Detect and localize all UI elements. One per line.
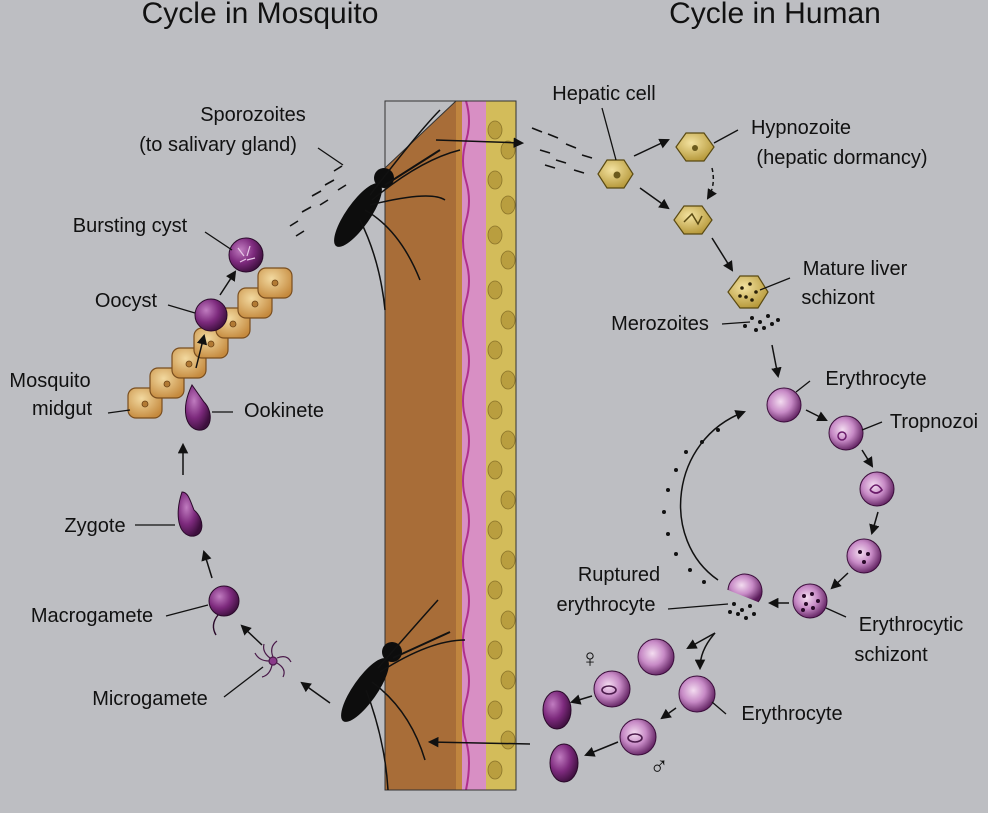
sporozoite-streaks: [289, 127, 593, 237]
label-ruptured-erythrocyte-2: erythrocyte: [557, 594, 656, 616]
hypnozoite: [675, 132, 715, 162]
label-ookinete: Ookinete: [244, 400, 324, 422]
gametocyte-female-1: [637, 638, 675, 676]
male-symbol: ♂: [649, 751, 669, 781]
label-mature-liver-schizont-1: Mature liver: [803, 258, 908, 280]
ruptured-erythrocyte: [727, 573, 763, 620]
label-erythrocytic-schizont-1: Erythrocytic: [859, 614, 963, 636]
trophozoite: [828, 415, 864, 451]
label-mosquito-midgut-2: midgut: [32, 398, 92, 420]
developing-liver-schizont: [673, 205, 713, 235]
label-merozoites: Merozoites: [611, 313, 709, 335]
gametocyte-female-2: [593, 670, 631, 708]
label-ruptured-erythrocyte-1: Ruptured: [578, 564, 660, 586]
label-bursting-cyst: Bursting cyst: [73, 215, 188, 237]
ookinete: [184, 384, 211, 431]
label-mosquito-midgut-1: Mosquito: [9, 370, 90, 392]
label-erythrocyte-bottom: Erythrocyte: [741, 703, 842, 725]
ingested-gametocyte-1: [542, 690, 572, 730]
microgamete: [254, 640, 292, 678]
gametocyte-male-1: [678, 675, 716, 713]
erythrocyte-top: [766, 387, 802, 423]
label-erythrocytic-schizont-2: schizont: [854, 644, 928, 666]
midgut-cell-nuclei: [141, 279, 279, 408]
growing-trophozoite: [859, 471, 895, 507]
hepatic-cell: [597, 159, 634, 189]
released-merozoites-dots: [662, 428, 720, 584]
merozoites: [743, 314, 780, 332]
erythrocytic-schizont: [792, 583, 828, 619]
label-mature-liver-schizont-2: schizont: [801, 287, 875, 309]
label-microgamete: Microgamete: [92, 688, 208, 710]
mosquito-top: [334, 109, 461, 311]
label-sporozoites-sub: (to salivary gland): [139, 134, 297, 156]
mosquito-cycle-arrows: [177, 270, 331, 704]
mosquito-cycle-title: Cycle in Mosquito: [142, 0, 379, 30]
gametocyte-male-2: [619, 718, 657, 756]
early-schizont: [846, 538, 882, 574]
ingested-gametocyte-2: [549, 743, 579, 783]
human-cycle-title: Cycle in Human: [669, 0, 881, 30]
label-trophozoite: Tropnozoi: [890, 411, 978, 433]
oocyst: [194, 298, 228, 332]
zygote: [177, 491, 203, 537]
label-zygote: Zygote: [64, 515, 125, 537]
label-macrogamete: Macrogamete: [31, 605, 153, 627]
human-cycle-arrows: [427, 137, 880, 757]
bursting-cyst: [228, 237, 264, 273]
mature-liver-schizont: [727, 275, 769, 309]
mosquito-label-leaders: [107, 147, 344, 698]
female-symbol: ♀: [580, 643, 600, 673]
label-sporozoites: Sporozoites: [200, 104, 306, 126]
label-erythrocyte-top: Erythrocyte: [825, 368, 926, 390]
label-oocyst: Oocyst: [95, 290, 158, 312]
macrogamete: [208, 585, 240, 636]
mosquito-bottom: [341, 599, 466, 791]
label-hepatic-cell: Hepatic cell: [552, 83, 655, 105]
skin-cross-section: [384, 100, 517, 791]
label-hypnozoite-sub: (hepatic dormancy): [756, 147, 927, 169]
human-label-leaders: [601, 107, 883, 715]
label-hypnozoite: Hypnozoite: [751, 117, 851, 139]
